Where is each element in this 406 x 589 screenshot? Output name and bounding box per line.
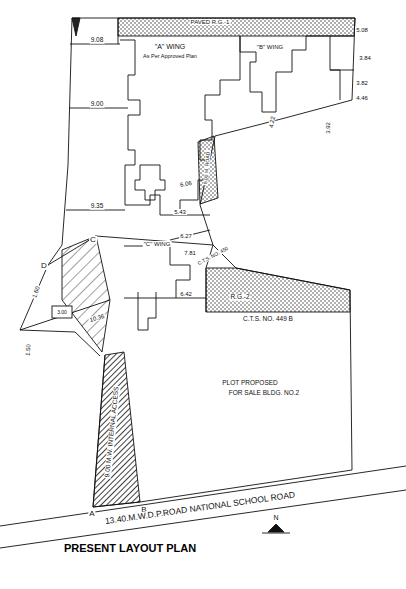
- plot-note: PLOT PROPOSED: [221, 380, 279, 387]
- c-wing-outline: [138, 292, 156, 330]
- dimension: 5.43: [173, 209, 187, 215]
- area-label: R.G.-2: [229, 294, 250, 301]
- dimension: 7.81: [183, 250, 197, 256]
- north-label: N: [272, 514, 279, 521]
- access-road: [93, 352, 140, 507]
- dimension-line: [330, 70, 354, 71]
- b-wing-outline: [306, 36, 340, 100]
- wing-name: "A" WING: [154, 43, 187, 50]
- a-wing-stair: [135, 165, 165, 200]
- dimension-line: [124, 298, 206, 299]
- b-wing-outline: [240, 36, 306, 112]
- dimension: 3.92: [325, 121, 331, 135]
- note: As Per Approved Plan: [142, 54, 198, 60]
- point-label: D: [40, 262, 48, 270]
- dimension-line: [118, 18, 119, 44]
- hatched-area: [62, 236, 110, 352]
- dimension: 6.06: [179, 180, 194, 188]
- dimension: 3.82: [355, 80, 369, 86]
- line-cd: [48, 236, 96, 265]
- north-arrow: [262, 533, 290, 534]
- a-wing-outline: [120, 36, 240, 215]
- road-edge: [0, 490, 406, 548]
- dimension: 3.84: [358, 55, 372, 61]
- dimension-line: [66, 210, 125, 211]
- paved-area: [118, 18, 355, 36]
- wing-name: "B" WING: [256, 44, 284, 50]
- plot-note: FOR SALE BLDG. NO.2: [228, 390, 300, 397]
- dimension-line: [330, 36, 354, 37]
- survey-number: C.T.S. NO. 450: [196, 245, 230, 266]
- open-strip: [198, 136, 218, 204]
- dimension-line: [69, 108, 128, 109]
- wing-name: "C" WING: [143, 241, 172, 247]
- small-box: [52, 306, 72, 318]
- dimension: 1.60: [31, 285, 41, 300]
- road-edge: [0, 466, 406, 526]
- north-arrow: [268, 524, 284, 532]
- dimension: 4.46: [355, 95, 369, 101]
- dimension-line: [170, 230, 210, 240]
- corner-fill: [72, 18, 80, 36]
- dimension: 9.35: [90, 203, 105, 210]
- survey-number: C.T.S. NO. 449 B: [242, 316, 294, 323]
- point-label: C: [89, 236, 97, 244]
- dimension: 4.22: [268, 115, 276, 130]
- dimension: 9.08: [90, 37, 105, 44]
- dimension: 6.42: [179, 291, 193, 297]
- dimension-line: [70, 44, 120, 45]
- dimension: 6.27: [179, 233, 193, 239]
- rg2-area: [206, 268, 350, 312]
- dimension: 9.00: [90, 101, 105, 108]
- dimension: 5.08: [355, 27, 369, 33]
- line: [20, 300, 110, 330]
- site-boundary: [72, 18, 355, 507]
- dimension: 3.00: [56, 310, 68, 315]
- point-label: A: [88, 510, 95, 518]
- cts-boundary: [96, 236, 213, 312]
- dimension: 1.50: [24, 343, 31, 357]
- area-label: PAVED R.G.-1: [190, 19, 231, 25]
- plan-title: PRESENT LAYOUT PLAN: [64, 543, 196, 554]
